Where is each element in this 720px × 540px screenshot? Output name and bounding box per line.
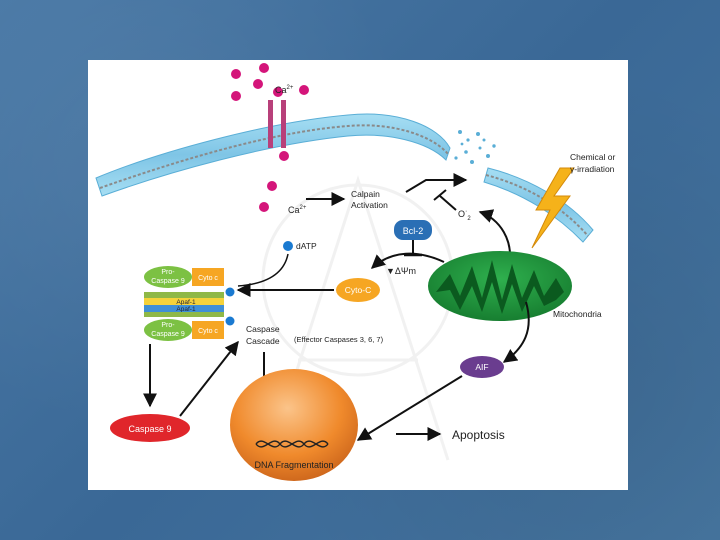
mitochondria — [428, 251, 572, 321]
arrow-calpain-to-membrane — [405, 173, 468, 193]
arrow-aif-to-dna — [356, 375, 463, 441]
bcl2-node: Bcl-2 — [394, 220, 432, 240]
svg-text:Apaf-1: Apaf-1 — [176, 306, 196, 313]
cyto-c-node: Cyto-C — [336, 278, 380, 302]
svg-text:Cyto c: Cyto c — [198, 275, 218, 282]
superoxide-label: O·2 — [458, 208, 471, 222]
datp-label: dATP — [296, 241, 317, 251]
svg-text:Caspase 9: Caspase 9 — [128, 424, 171, 434]
svg-text:Cyto-C: Cyto-C — [345, 285, 371, 295]
svg-text:AIF: AIF — [475, 362, 488, 372]
calcium-channel — [268, 100, 286, 148]
svg-text:Caspase 9: Caspase 9 — [151, 331, 185, 338]
arrow-mito-to-aif — [502, 301, 530, 363]
cell-membrane-left — [95, 113, 451, 197]
svg-text:Apaf-1: Apaf-1 — [176, 299, 196, 306]
svg-text:Pro-: Pro- — [161, 269, 175, 276]
inhibit-o2-to-calpain — [439, 195, 457, 211]
lightning-bolt-icon — [531, 167, 575, 249]
effector-caspases-label: (Effector Caspases 3, 6, 7) — [294, 335, 384, 344]
apoptosome-complex: Pro- Caspase 9 Cyto c Apaf-1 Apaf-1 Pro-… — [144, 266, 235, 341]
calcium-ions-inside — [259, 181, 277, 212]
calcium-ions-outside — [231, 63, 309, 161]
calpain-activation-label: Calpain Activation — [351, 189, 388, 210]
delta-psi-label: ▼ΔΨm — [386, 266, 416, 276]
apoptosis-diagram: Ca2+ Ca2+ Calpain Activation O·2 — [95, 63, 618, 481]
svg-text:Caspase 9: Caspase 9 — [151, 278, 185, 285]
svg-text:Cyto c: Cyto c — [198, 328, 218, 335]
caspase9-node: Caspase 9 — [110, 414, 190, 442]
arrow-datp-to-apoptosome — [237, 253, 289, 287]
datp-dot — [283, 241, 293, 251]
chemical-irradiation-label: Chemical or γ-irradiation — [570, 152, 618, 174]
apoptosis-diagram-panel: Ca2+ Ca2+ Calpain Activation O·2 — [88, 60, 628, 490]
ca-inside-label: Ca2+ — [288, 205, 307, 215]
nucleus: DNA Fragmentation — [230, 369, 358, 481]
ca-outside-label: Ca2+ — [275, 85, 294, 95]
mitochondria-label: Mitochondria — [553, 309, 602, 319]
arrow-caspase9-to-cascade — [179, 340, 239, 417]
svg-text:DNA Fragmentation: DNA Fragmentation — [254, 460, 333, 470]
caspase-cascade-label: Caspase Cascade — [246, 324, 282, 346]
aif-node: AIF — [460, 356, 504, 378]
arrow-mito-to-cytoc — [370, 252, 445, 269]
svg-text:Bcl-2: Bcl-2 — [403, 226, 424, 236]
svg-text:Pro-: Pro- — [161, 322, 175, 329]
apoptosis-label: Apoptosis — [452, 428, 505, 442]
membrane-debris — [454, 130, 496, 164]
